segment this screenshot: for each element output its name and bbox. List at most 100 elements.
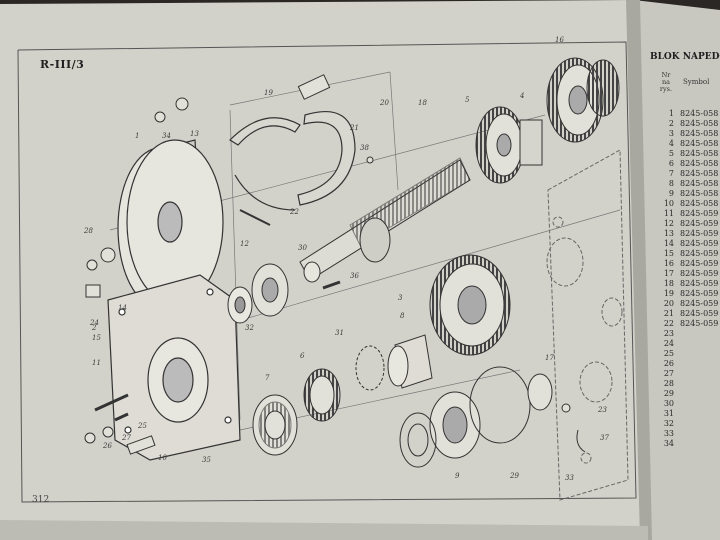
table-row: 34	[656, 438, 720, 448]
callout-38: 38	[360, 144, 369, 152]
row-code: 8245-058	[680, 138, 719, 148]
row-number: 7	[668, 168, 674, 178]
callout-13: 13	[190, 130, 199, 138]
row-code: 8245-059	[680, 248, 719, 258]
callout-18: 18	[418, 99, 427, 107]
row-code: 8245-058	[680, 148, 719, 158]
table-row: 24	[656, 338, 720, 348]
row-code: 8245-058	[680, 108, 719, 118]
row-number: 32	[663, 418, 674, 428]
callout-16: 16	[555, 36, 564, 44]
page-number: 312	[32, 495, 50, 505]
callout-1: 1	[135, 132, 139, 140]
table-row: 23	[656, 328, 720, 338]
callout-34: 34	[162, 132, 171, 140]
row-code: 8245-058	[680, 188, 719, 198]
row-number: 9	[668, 188, 674, 198]
table-row: 2 8245-058	[656, 118, 720, 128]
callout-7: 7	[265, 374, 270, 382]
callout-9: 9	[455, 472, 460, 480]
row-number: 14	[663, 238, 674, 248]
row-code: 8245-059	[680, 318, 719, 328]
row-number: 13	[663, 228, 674, 238]
main-shaft	[299, 157, 471, 283]
callout-30: 30	[298, 244, 307, 252]
row-number: 27	[663, 368, 674, 378]
table-row: 7 8245-058	[656, 168, 720, 178]
callout-11: 11	[92, 359, 101, 367]
bearings-30-32	[227, 263, 289, 324]
callout-24: 24	[89, 319, 99, 327]
row-number: 30	[663, 398, 674, 408]
row-number: 34	[663, 438, 674, 448]
row-number: 26	[663, 358, 674, 368]
callout-17: 17	[545, 354, 554, 362]
callout-26: 26	[102, 442, 112, 450]
callout-8: 8	[400, 312, 405, 320]
row-number: 2	[668, 118, 674, 128]
callout-10: 10	[158, 454, 167, 462]
row-number: 12	[663, 218, 674, 228]
row-number: 28	[663, 378, 674, 388]
gear-5	[475, 106, 543, 184]
bearings-lower	[399, 366, 553, 468]
brake-shoes	[229, 111, 356, 226]
callout-23: 23	[597, 406, 607, 414]
page-gutter	[626, 0, 652, 540]
row-number: 17	[663, 268, 674, 278]
callout-12: 12	[240, 240, 249, 248]
right-page	[634, 0, 720, 540]
callout-21: 21	[349, 124, 359, 132]
table-row: 30	[656, 398, 720, 408]
small-parts	[84, 74, 586, 455]
row-number: 8	[668, 178, 674, 188]
table-row: 33	[656, 428, 720, 438]
row-code: 8245-058	[680, 158, 719, 168]
callout-19: 19	[264, 89, 273, 97]
callout-4: 4	[519, 92, 524, 100]
page-shadow	[0, 520, 648, 540]
row-code: 8245-059	[680, 208, 719, 218]
row-number: 24	[663, 338, 674, 348]
row-code: 8245-058	[680, 168, 719, 178]
callout-14: 14	[118, 304, 127, 312]
callout-37: 37	[600, 434, 609, 442]
row-code: 8245-058	[680, 128, 719, 138]
table-row: 16 8245-059	[656, 258, 720, 268]
row-code: 8245-058	[680, 198, 719, 208]
callout-15: 15	[92, 334, 101, 342]
row-number: 16	[663, 258, 674, 268]
row-code: 8245-059	[680, 258, 719, 268]
row-number: 23	[663, 328, 674, 338]
column-header-nr: Nr na rys.	[654, 72, 678, 93]
row-number: 20	[663, 298, 674, 308]
row-code: 8245-059	[680, 288, 719, 298]
row-code: 8245-059	[680, 308, 719, 318]
callout-31: 31	[335, 329, 344, 337]
row-number: 33	[663, 428, 674, 438]
callout-27: 27	[121, 434, 131, 442]
column-header-symbol: Symbol	[683, 78, 710, 86]
table-row: 27	[656, 368, 720, 378]
table-row: 29	[656, 388, 720, 398]
callout-20: 20	[379, 99, 389, 107]
callout-28: 28	[83, 227, 93, 235]
row-number: 31	[663, 408, 674, 418]
row-number: 5	[668, 148, 674, 158]
row-code: 8245-059	[680, 238, 719, 248]
page-header: R-III/3	[40, 58, 85, 71]
callouts: 1 2 3 4 5 6 7 8 9 10 11 12 13 14 15 16 1…	[83, 36, 609, 482]
callout-36: 36	[350, 272, 359, 280]
table-row: 14 8245-059	[656, 238, 720, 248]
row-code: 8245-058	[680, 118, 719, 128]
